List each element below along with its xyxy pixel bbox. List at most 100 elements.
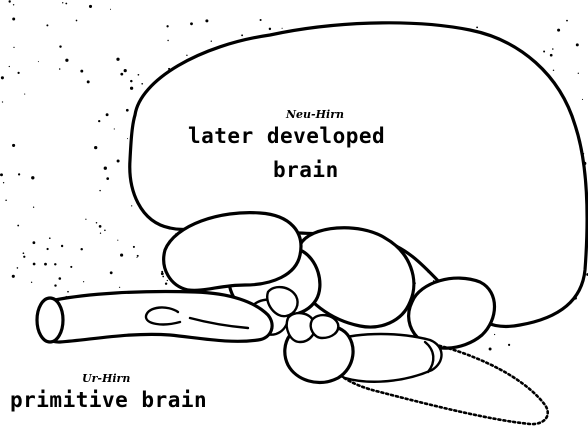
speckle-dot	[138, 74, 140, 76]
speckle-dot	[167, 40, 168, 41]
speckle-dot	[38, 61, 39, 62]
speckle-dot	[80, 248, 82, 250]
speckle-dot	[550, 54, 553, 57]
speckle-dot	[116, 58, 119, 61]
speckle-dot	[54, 284, 56, 286]
speckle-dot	[114, 128, 115, 129]
speckle-dot	[205, 19, 208, 22]
speckle-dot	[100, 233, 101, 234]
speckle-dot	[59, 68, 61, 70]
speckle-dot	[62, 2, 63, 3]
speckle-dot	[494, 334, 495, 335]
speckle-dot	[162, 276, 164, 278]
speckle-dot	[87, 80, 90, 83]
speckle-dot	[120, 73, 123, 76]
speckle-dot	[582, 99, 583, 100]
speckle-dot	[99, 225, 102, 228]
speckle-dot	[67, 291, 69, 293]
speckle-dot	[106, 113, 109, 116]
speckle-dot	[54, 263, 56, 265]
speckle-dot	[124, 69, 127, 72]
speckle-dot	[104, 167, 107, 170]
speckle-dot	[80, 70, 83, 73]
speckle-dot	[12, 18, 15, 21]
later-label-line2: brain	[273, 158, 339, 182]
speckle-dot	[131, 205, 132, 206]
speckle-dot	[186, 55, 187, 56]
speckle-dot	[46, 24, 48, 26]
speckle-dot	[31, 176, 34, 179]
speckle-dot	[3, 182, 4, 183]
speckle-dot	[104, 230, 106, 232]
speckle-dot	[543, 51, 545, 53]
speckle-dot	[282, 28, 283, 29]
later-label-line1: later developed	[188, 124, 385, 148]
speckle-dot	[241, 34, 243, 36]
speckle-dot	[161, 272, 164, 275]
speckle-dot	[59, 45, 61, 47]
speckle-dot	[119, 287, 120, 288]
speckle-dot	[557, 29, 560, 32]
speckle-dot	[269, 28, 271, 30]
speckle-dot	[13, 4, 14, 5]
speckle-dot	[578, 73, 579, 74]
speckle-dot	[110, 271, 113, 274]
speckle-dot	[2, 101, 3, 102]
speckle-dot	[106, 177, 109, 180]
speckle-dot	[141, 83, 143, 85]
primitive-label: primitive brain	[10, 388, 207, 412]
speckle-dot	[59, 277, 62, 280]
speckle-dot	[553, 70, 554, 71]
speckle-dot	[166, 25, 168, 27]
speckle-dot	[117, 159, 120, 162]
speckle-dot	[12, 275, 15, 278]
speckle-dot	[13, 47, 14, 48]
speckle-dot	[211, 41, 212, 42]
speckle-dot	[167, 280, 168, 281]
speckle-dot	[5, 200, 7, 202]
speckle-dot	[130, 87, 133, 90]
speckle-dot	[33, 241, 36, 244]
speckle-dot	[476, 26, 478, 28]
speckle-dot	[136, 257, 137, 258]
speckle-dot	[44, 263, 47, 266]
speckle-dot	[508, 344, 510, 346]
speckle-dot	[94, 146, 97, 149]
speckle-dot	[31, 282, 32, 283]
speckle-dot	[133, 246, 135, 248]
speckle-dot	[96, 222, 98, 224]
speckle-dot	[9, 0, 11, 2]
speckle-dot	[89, 5, 92, 8]
later-handwritten-label: Neu-Hirn	[286, 108, 344, 121]
speckle-dot	[17, 72, 19, 74]
speckle-dot	[110, 9, 111, 10]
speckle-dot	[576, 43, 579, 46]
speckle-dot	[33, 207, 34, 208]
speckle-dot	[24, 94, 25, 95]
speckle-dot	[23, 256, 25, 258]
speckle-dot	[566, 20, 568, 22]
speckle-dot	[85, 219, 86, 220]
speckle-dot	[65, 3, 67, 5]
speckle-dot	[23, 252, 25, 254]
speckle-dot	[117, 240, 118, 241]
speckle-dot	[190, 22, 193, 25]
tube-end-ellipse	[37, 298, 63, 342]
speckle-dot	[47, 248, 49, 250]
speckle-dot	[83, 281, 84, 282]
speckle-dot	[130, 80, 132, 82]
speckle-dot	[76, 20, 78, 22]
primitive-handwritten-label: Ur-Hirn	[82, 372, 130, 385]
speckle-dot	[17, 225, 19, 227]
speckle-dot	[65, 59, 68, 62]
speckle-dot	[260, 19, 262, 21]
speckle-dot	[98, 120, 100, 122]
speckle-dot	[0, 173, 3, 176]
speckle-dot	[552, 48, 554, 50]
speckle-dot	[9, 66, 10, 67]
speckle-dot	[127, 138, 128, 139]
speckle-dot	[18, 173, 20, 175]
speckle-dot	[33, 263, 36, 266]
